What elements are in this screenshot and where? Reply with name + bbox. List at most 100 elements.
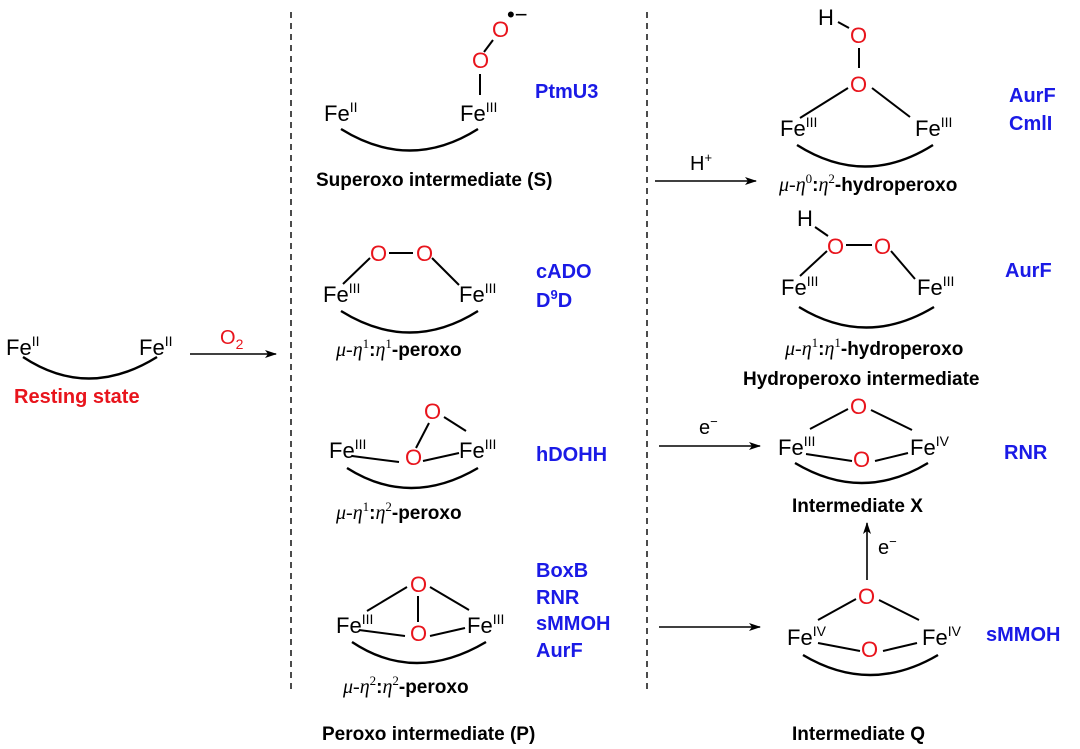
fe-o-bond bbox=[342, 257, 371, 285]
peroxo-eta1-eta2: O O FeIII FeIII hDOHH μ-η1:η2-peroxo bbox=[329, 399, 607, 524]
oxygen-atom: O bbox=[424, 399, 441, 424]
o-o-bond bbox=[483, 39, 494, 53]
enzyme-label: hDOHH bbox=[536, 444, 607, 466]
arrow-e-minus-to-x: e− bbox=[659, 414, 761, 450]
enzyme-label: D9D bbox=[536, 287, 572, 312]
fe-left: FeIII bbox=[336, 611, 373, 638]
oxygen-atom: O bbox=[472, 48, 489, 73]
arrow-h-plus: H+ bbox=[655, 150, 757, 185]
arrow-o2: O2 bbox=[190, 327, 277, 358]
fe-right: FeIII bbox=[467, 611, 504, 638]
fe-o-bond bbox=[429, 627, 466, 637]
fe-o-bond bbox=[878, 599, 920, 621]
fe-o-bond bbox=[366, 586, 408, 612]
bridging-ligand-arc bbox=[796, 143, 934, 168]
fe-left: FeIII bbox=[323, 280, 360, 307]
fe-o-bond bbox=[799, 250, 828, 277]
fe-o-bond bbox=[817, 598, 857, 621]
enzyme-label: AurF bbox=[536, 640, 583, 662]
superoxo-label: Superoxo intermediate (S) bbox=[316, 170, 553, 191]
hydroperoxo-eta1-eta1: H O O FeIII FeIII AurF μ-η1:η1-hydropero… bbox=[743, 206, 1052, 390]
peroxo-group-label: Peroxo intermediate (P) bbox=[322, 724, 535, 745]
bridging-ligand-arc bbox=[351, 640, 487, 665]
resting-state-label: Resting state bbox=[14, 386, 140, 408]
fe-right: FeIV bbox=[922, 623, 962, 650]
fe-o-bond bbox=[443, 416, 467, 432]
resting-state: FeII FeII Resting state bbox=[6, 333, 172, 408]
fe-right: FeIV bbox=[910, 433, 950, 460]
oxygen-atom: O bbox=[410, 572, 427, 597]
electron-reagent: e− bbox=[878, 534, 897, 559]
bridging-ligand-arc bbox=[22, 355, 158, 380]
bridging-ligand-arc bbox=[340, 127, 479, 152]
enzyme-label: AurF bbox=[1005, 260, 1052, 282]
enzyme-label: cADO bbox=[536, 261, 592, 283]
fe-o-bond bbox=[882, 642, 918, 652]
peroxo-eta2-eta2: O O FeIII FeIII BoxB RNR sMMOH AurF μ-η2… bbox=[336, 560, 610, 698]
o-o-bond bbox=[415, 422, 430, 449]
coordination-mode-label: μ-η0:η2-hydroperoxo bbox=[778, 171, 957, 196]
enzyme-label: RNR bbox=[536, 587, 580, 609]
h-plus-reagent: H+ bbox=[690, 150, 712, 175]
hydrogen-atom: H bbox=[818, 5, 834, 30]
fe-right: FeII bbox=[139, 333, 172, 360]
fe-left: FeII bbox=[324, 99, 357, 126]
radical-anion-charge: •− bbox=[507, 2, 528, 27]
oxygen-atom: O bbox=[370, 241, 387, 266]
oxygen-atom: O bbox=[861, 637, 878, 662]
coordination-mode-label: μ-η1:η2-peroxo bbox=[335, 499, 462, 524]
fe-left: FeIII bbox=[778, 433, 815, 460]
peroxo-eta1-eta1: O O FeIII FeIII cADO D9D μ-η1:η1-peroxo bbox=[323, 241, 592, 361]
fe-left: FeII bbox=[6, 333, 39, 360]
superoxo-intermediate: O O •− FeII FeIII PtmU3 Superoxo interme… bbox=[316, 2, 598, 191]
intermediate-x-label: Intermediate X bbox=[792, 496, 923, 517]
oxygen-atom: O bbox=[405, 445, 422, 470]
coordination-mode-label: μ-η1:η1-peroxo bbox=[335, 336, 462, 361]
fe-left: FeIII bbox=[781, 273, 818, 300]
enzyme-label: sMMOH bbox=[986, 624, 1060, 646]
enzyme-label: sMMOH bbox=[536, 613, 610, 635]
enzyme-label: RNR bbox=[1004, 442, 1048, 464]
oxygen-atom: O bbox=[858, 584, 875, 609]
fe-o-bond bbox=[799, 87, 849, 119]
fe-o-bond bbox=[351, 455, 400, 463]
electron-reagent: e− bbox=[699, 414, 718, 439]
fe-left: FeIV bbox=[787, 623, 827, 650]
fe-right: FeIII bbox=[459, 280, 496, 307]
oxygen-atom: O bbox=[850, 23, 867, 48]
oxygen-atom: O bbox=[416, 241, 433, 266]
fe-o-bond bbox=[890, 250, 916, 280]
oxygen-atom: O bbox=[410, 621, 427, 646]
enzyme-label: CmlI bbox=[1009, 113, 1052, 135]
fe-right: FeIII bbox=[917, 273, 954, 300]
fe-o-bond bbox=[870, 409, 913, 431]
bridging-ligand-arc bbox=[346, 466, 479, 490]
h-o-bond bbox=[814, 226, 829, 237]
enzyme-label: AurF bbox=[1009, 85, 1056, 107]
fe-o-bond bbox=[422, 452, 460, 462]
arrow-q-to-x: e− bbox=[863, 522, 897, 580]
fe-right: FeIII bbox=[459, 436, 496, 463]
hydrogen-atom: H bbox=[797, 206, 813, 231]
enzyme-label: PtmU3 bbox=[535, 81, 598, 103]
fe-left: FeIII bbox=[780, 114, 817, 141]
fe-o-bond bbox=[874, 452, 909, 462]
bridging-ligand-arc bbox=[798, 305, 935, 329]
fe-o-bond bbox=[817, 642, 861, 652]
fe-o-bond bbox=[809, 408, 849, 430]
hydroperoxo-group-label: Hydroperoxo intermediate bbox=[743, 369, 980, 390]
intermediate-q-label: Intermediate Q bbox=[792, 724, 925, 745]
coordination-mode-label: μ-η1:η1-hydroperoxo bbox=[784, 335, 963, 360]
intermediate-q: O O FeIV FeIV sMMOH Intermediate Q bbox=[787, 584, 1060, 745]
oxygen-atom: O bbox=[853, 447, 870, 472]
fe-o-bond bbox=[871, 87, 911, 118]
bridging-ligand-arc bbox=[802, 653, 939, 677]
oxygen-atom: O bbox=[874, 234, 891, 259]
oxygen-atom: O bbox=[850, 72, 867, 97]
hydroperoxo-eta0-eta2: H O O FeIII FeIII AurF CmlI μ-η0:η2-hydr… bbox=[778, 5, 1056, 196]
oxygen-atom: O bbox=[492, 17, 509, 42]
fe-right: FeIII bbox=[915, 114, 952, 141]
bridging-ligand-arc bbox=[340, 309, 479, 334]
fe-o-bond bbox=[805, 453, 853, 462]
